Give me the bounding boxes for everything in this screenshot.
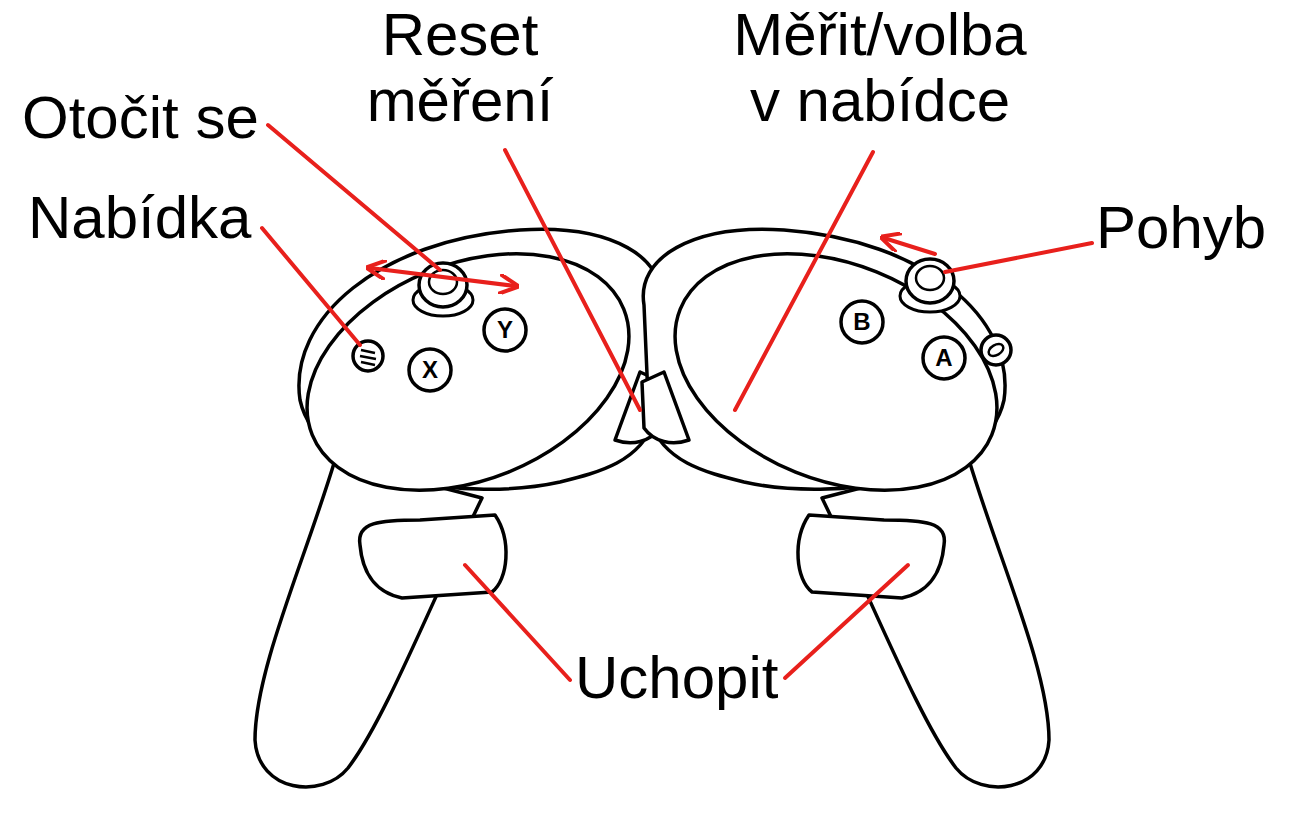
part-label: Uchopit bbox=[575, 645, 778, 711]
leader-lines bbox=[262, 125, 1092, 680]
part-label: Otočit se bbox=[22, 85, 259, 151]
button-letter: B bbox=[844, 304, 880, 340]
part-label: Měřit/volba v nabídce bbox=[724, 2, 1036, 134]
button-letter: X bbox=[412, 352, 448, 388]
part-label: Pohyb bbox=[1096, 195, 1266, 261]
part-label: Nabídka bbox=[28, 185, 251, 251]
part-label: Reset měření bbox=[340, 2, 580, 134]
button-letter: A bbox=[926, 340, 962, 376]
button-letter: Y bbox=[487, 312, 523, 348]
